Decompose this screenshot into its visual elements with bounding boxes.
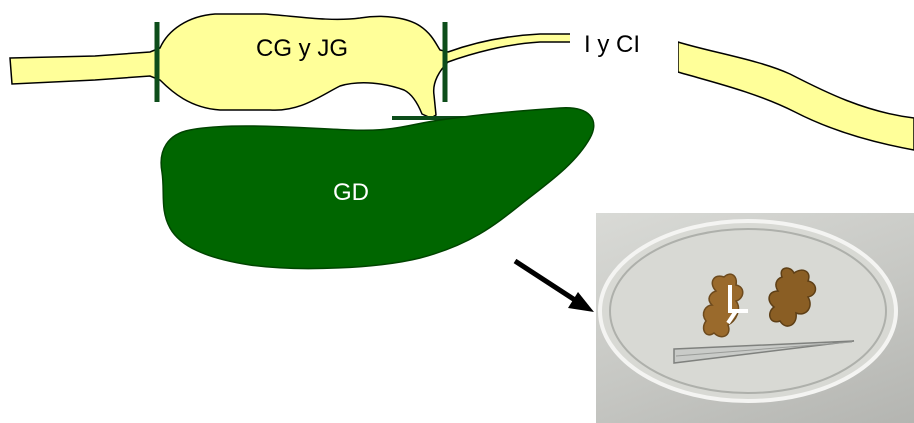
label-stomach: CG y JG bbox=[256, 35, 348, 62]
label-gland: GD bbox=[333, 179, 369, 206]
digestive-gland bbox=[161, 108, 594, 269]
pointer-arrow-shaft bbox=[515, 261, 578, 302]
label-intestine: I y CI bbox=[584, 31, 640, 58]
pointer-arrow-head bbox=[568, 292, 594, 312]
petri-dish-illustration bbox=[596, 213, 914, 423]
intestine-segment bbox=[678, 42, 914, 150]
digestive-tract bbox=[10, 14, 578, 118]
specimen-photo bbox=[596, 213, 914, 423]
